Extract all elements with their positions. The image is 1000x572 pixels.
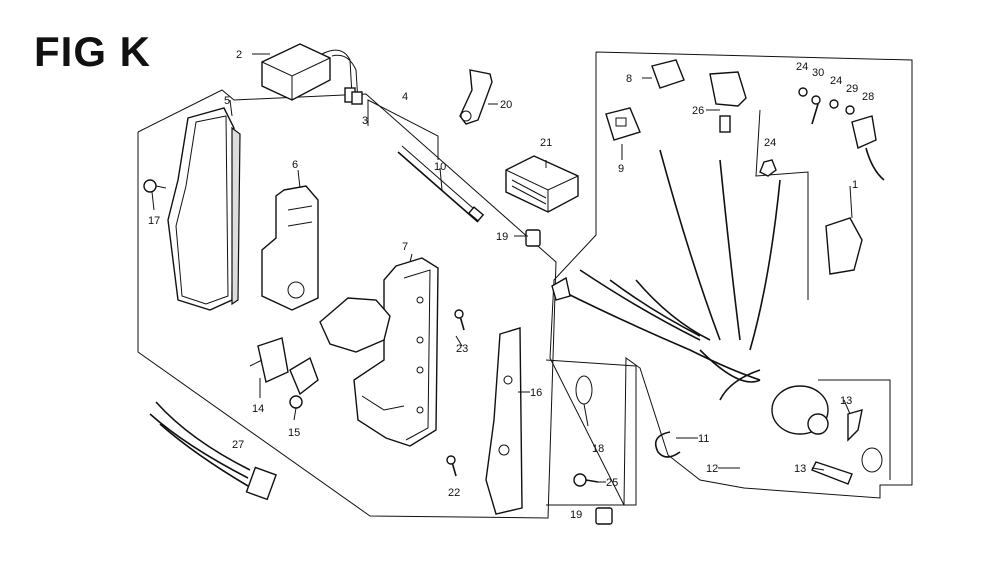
callout-1: 1 — [852, 179, 858, 191]
callout-13-upper: 13 — [840, 395, 852, 407]
screw-part-23 — [454, 309, 465, 331]
callout-26: 26 — [692, 105, 704, 117]
control-panel-part-7 — [319, 257, 439, 447]
callout-20: 20 — [500, 99, 512, 111]
callout-24-top: 24 — [796, 61, 808, 73]
callout-22: 22 — [448, 487, 460, 499]
bracket-part-6 — [261, 185, 319, 311]
fuse-holder-part-26 — [709, 71, 747, 133]
diode-part-1 — [825, 217, 863, 275]
callout-9: 9 — [618, 163, 624, 175]
figure-title: FIG K — [34, 28, 151, 75]
callout-29: 29 — [846, 83, 858, 95]
right-assembly-outline — [549, 51, 913, 506]
callout-5: 5 — [224, 95, 230, 107]
callout-19-upper: 19 — [496, 231, 508, 243]
callout-14: 14 — [252, 403, 264, 415]
callout-11: 11 — [698, 433, 709, 445]
callout-19-lower: 19 — [570, 509, 582, 521]
harness-inner-outline — [755, 109, 809, 300]
nut-part-24-mid — [829, 99, 839, 109]
leader-3-4 — [367, 99, 439, 160]
switch-part-15 — [289, 356, 319, 409]
callout-10: 10 — [434, 161, 446, 173]
clip-part-19-lower — [595, 507, 613, 525]
callout-13-lower: 13 — [794, 463, 806, 475]
callout-labels: 2 5 4 3 20 6 10 21 17 19 7 23 16 14 15 2… — [148, 49, 874, 521]
screw-part-22 — [446, 455, 457, 477]
rod-part-10 — [397, 145, 485, 223]
relay-part-8 — [651, 59, 685, 89]
connector-part-27 — [149, 401, 277, 501]
callout-8: 8 — [626, 73, 632, 85]
key-part-13 — [811, 409, 883, 485]
nut-part-24-lower — [759, 159, 777, 177]
key-switch — [771, 385, 829, 435]
callout-4: 4 — [402, 91, 408, 103]
clip-part-20 — [459, 69, 493, 125]
inner-clip-outline — [545, 359, 637, 506]
callout-3: 3 — [362, 115, 368, 127]
callout-15: 15 — [288, 427, 300, 439]
callout-24-mid: 24 — [830, 75, 842, 87]
callout-18: 18 — [592, 443, 604, 455]
clip-part-19-upper — [525, 229, 541, 247]
switch-part-14 — [249, 337, 289, 383]
grommet-outline — [818, 379, 891, 480]
callout-2: 2 — [236, 49, 242, 61]
washer-part-30 — [811, 95, 821, 125]
callout-28: 28 — [862, 91, 874, 103]
cable-tie-part-18 — [575, 375, 593, 427]
washer-part-29 — [845, 105, 855, 115]
block-part-21 — [505, 155, 579, 213]
callout-21: 21 — [540, 137, 552, 149]
wire-harness-part-12 — [551, 149, 781, 401]
callout-23: 23 — [456, 343, 468, 355]
callout-6: 6 — [292, 159, 298, 171]
callout-27: 27 — [232, 439, 244, 451]
callout-7: 7 — [402, 241, 408, 253]
left-assembly-outline — [137, 89, 557, 519]
bolt-part-25 — [573, 473, 599, 487]
callout-24-lower: 24 — [764, 137, 776, 149]
callout-25: 25 — [606, 477, 618, 489]
relay-part-9 — [605, 107, 641, 141]
plate-part-16 — [485, 327, 523, 515]
nut-part-24-top — [798, 87, 808, 97]
callout-12: 12 — [706, 463, 718, 475]
screw-part-17 — [143, 179, 167, 193]
relay-box-part-2 — [261, 43, 363, 105]
control-box-cover-part-5 — [167, 107, 241, 311]
leader-lines — [151, 53, 853, 483]
connector-part-28 — [851, 115, 885, 181]
callout-16: 16 — [530, 387, 542, 399]
callout-17: 17 — [148, 215, 160, 227]
callout-30: 30 — [812, 67, 824, 79]
clamp-part-11 — [654, 431, 681, 458]
